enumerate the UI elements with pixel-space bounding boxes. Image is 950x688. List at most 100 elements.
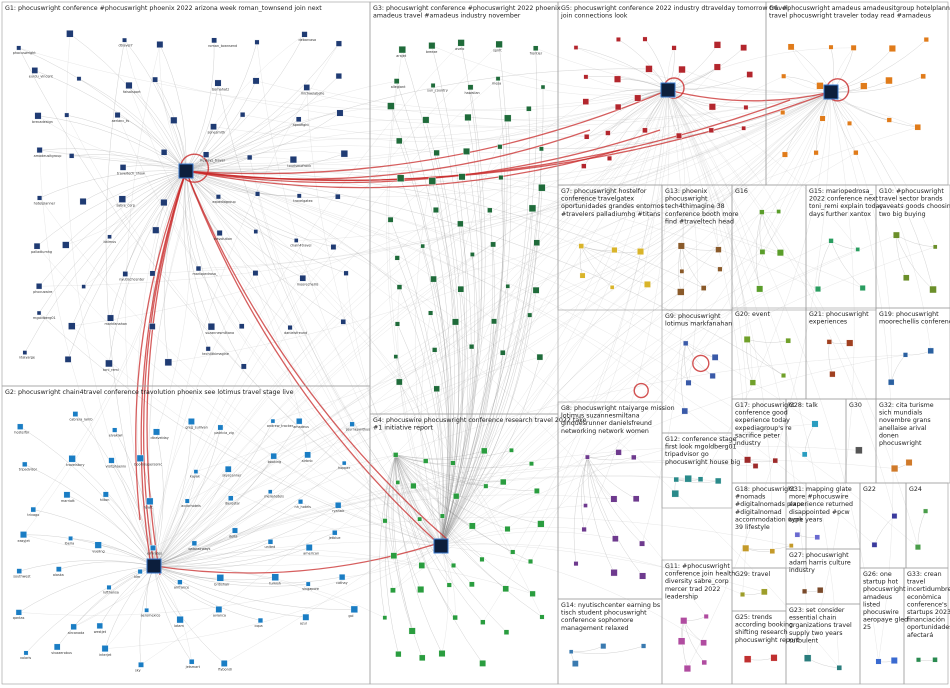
graph-node[interactable] [254,39,260,45]
graph-node[interactable] [79,198,87,205]
graph-node[interactable] [537,520,545,528]
graph-node[interactable] [68,536,73,541]
graph-node[interactable] [296,418,303,425]
graph-node[interactable] [677,637,686,645]
graph-node[interactable] [785,337,791,344]
graph-node[interactable] [527,312,533,318]
graph-node[interactable] [610,569,618,577]
graph-node[interactable] [152,226,160,234]
graph-node[interactable] [740,44,747,52]
graph-node[interactable] [224,465,232,473]
graph-node[interactable] [677,288,685,296]
graph-node[interactable] [893,231,900,239]
graph-node[interactable] [902,352,909,358]
graph-node[interactable] [769,548,776,554]
graph-node[interactable] [470,252,475,257]
graph-node[interactable] [271,573,279,581]
graph-node[interactable] [332,530,338,536]
graph-node[interactable] [612,535,619,542]
graph-node[interactable] [481,447,488,455]
graph-node[interactable] [860,82,868,90]
graph-node[interactable] [644,281,651,288]
graph-node[interactable] [468,522,476,530]
graph-node[interactable] [210,123,217,130]
graph-node[interactable] [36,310,42,316]
graph-node[interactable] [539,614,545,620]
graph-node[interactable] [184,498,190,504]
graph-node[interactable] [923,37,929,43]
graph-node[interactable] [410,482,417,489]
graph-node[interactable] [66,30,74,38]
graph-node[interactable] [540,84,546,90]
graph-node[interactable] [72,411,79,417]
graph-node[interactable] [16,568,22,574]
graph-node[interactable] [479,660,487,667]
graph-node[interactable] [107,314,114,322]
graph-node[interactable] [828,44,834,50]
graph-node[interactable] [759,249,766,255]
graph-node[interactable] [817,587,824,594]
graph-node[interactable] [289,156,297,164]
graph-node[interactable] [772,457,778,464]
graph-node[interactable] [420,243,425,249]
graph-node[interactable] [257,617,264,624]
graph-node[interactable] [605,130,611,136]
graph-node[interactable] [539,146,544,152]
graph-node[interactable] [871,542,878,548]
graph-node[interactable] [422,116,430,124]
graph-node[interactable] [498,175,504,181]
graph-node[interactable] [119,164,127,171]
graph-node[interactable] [398,45,406,54]
graph-node[interactable] [214,79,222,87]
graph-node[interactable] [160,199,168,207]
graph-node[interactable] [304,451,311,459]
graph-node[interactable] [106,584,112,590]
hub-node-g6[interactable] [823,84,839,100]
graph-node[interactable] [679,268,685,274]
graph-node[interactable] [850,44,857,51]
graph-node[interactable] [191,540,198,546]
graph-node[interactable] [451,562,457,568]
graph-node[interactable] [816,82,824,90]
graph-node[interactable] [70,623,77,631]
graph-node[interactable] [708,127,714,133]
graph-node[interactable] [150,544,156,551]
graph-node[interactable] [108,457,115,464]
graph-node[interactable] [393,78,400,84]
graph-node[interactable] [583,74,589,80]
graph-node[interactable] [814,534,821,541]
graph-node[interactable] [340,319,346,325]
graph-node[interactable] [177,579,183,585]
graph-node[interactable] [713,63,721,71]
graph-node[interactable] [433,385,440,392]
graph-node[interactable] [417,516,423,522]
graph-node[interactable] [890,464,899,473]
graph-node[interactable] [891,513,898,519]
graph-node[interactable] [299,274,307,282]
graph-node[interactable] [68,322,76,330]
graph-node[interactable] [216,230,223,236]
graph-node[interactable] [453,493,460,500]
graph-node[interactable] [503,629,510,635]
graph-node[interactable] [614,75,622,83]
graph-node[interactable] [270,418,276,424]
graph-node[interactable] [756,285,764,293]
graph-node[interactable] [740,591,746,597]
graph-node[interactable] [112,427,118,433]
graph-node[interactable] [479,556,485,562]
graph-node[interactable] [114,112,121,119]
graph-node[interactable] [781,373,787,378]
graph-node[interactable] [639,572,647,580]
graph-node[interactable] [207,323,215,331]
graph-node[interactable] [673,476,679,483]
graph-node[interactable] [164,358,173,367]
graph-node[interactable] [749,379,756,386]
graph-node[interactable] [390,587,396,594]
graph-node[interactable] [33,242,41,250]
graph-node[interactable] [678,65,686,74]
graph-node[interactable] [914,124,921,131]
graph-node[interactable] [642,127,648,134]
graph-node[interactable] [890,657,898,664]
graph-node[interactable] [828,238,834,244]
graph-node[interactable] [31,67,39,74]
